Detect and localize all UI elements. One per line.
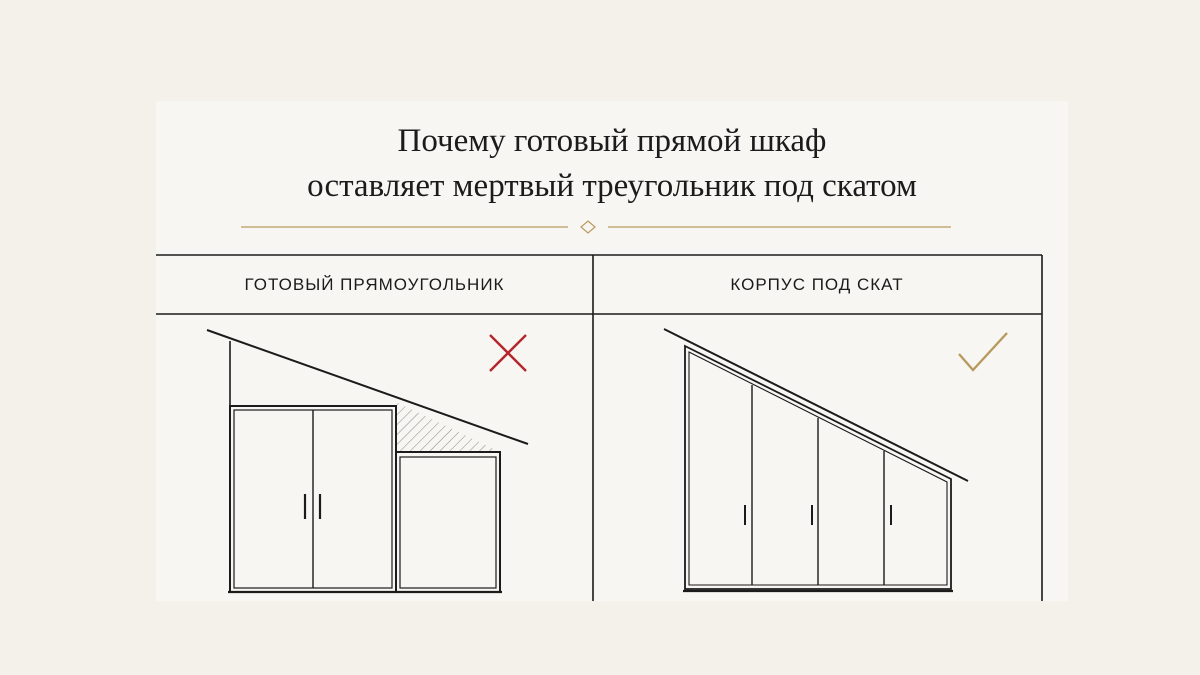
diamond-ornament-icon [580,220,596,234]
sloped-cabinet-body [684,344,952,590]
sloped-cabinet-drawing [663,328,969,593]
panel-header-ready-rectangle: ГОТОВЫЙ ПРЯМОУГОЛЬНИК [244,275,505,294]
dead-triangle-hatch [396,402,500,452]
page-title: Почему готовый прямой шкаф оставляет мер… [156,119,1068,209]
roof-slope [663,328,969,482]
comparison-table [156,254,1043,601]
title-line-1: Почему готовый прямой шкаф [397,123,827,159]
roof-slope [206,329,529,445]
title-line-2: оставляет мертвый треугольник под скатом [307,168,917,204]
infographic-card: Почему готовый прямой шкаф оставляет мер… [156,101,1068,601]
low-cabinet [395,451,501,593]
panel-header-sloped-cabinet: КОРПУС ПОД СКАТ [730,275,904,294]
check-icon [958,332,1008,372]
title-divider [241,220,951,234]
cross-icon [489,334,527,372]
ready-rectangle-drawing [206,329,529,594]
